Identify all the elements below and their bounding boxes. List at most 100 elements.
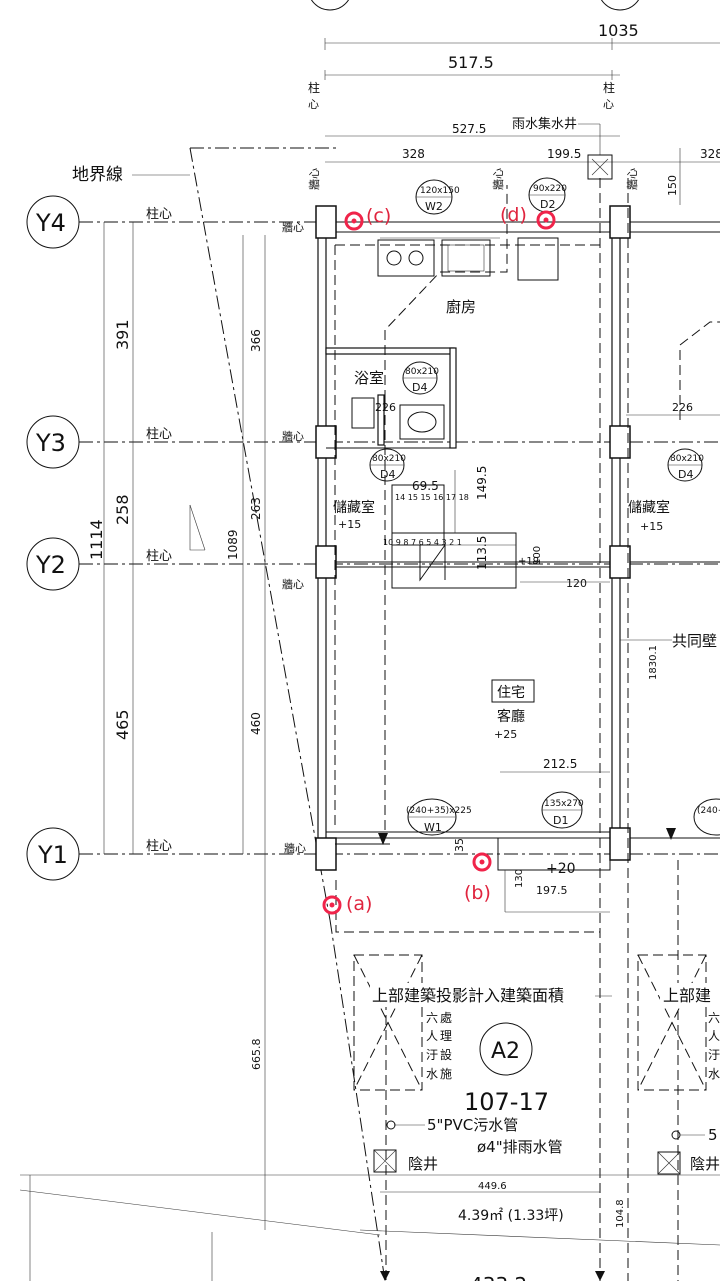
col-label-2: 柱 [603, 80, 615, 95]
lot-circle [479, 1022, 533, 1076]
kitchen-label: 廚房 [446, 298, 476, 316]
dim-100: 100 [532, 546, 543, 565]
storage-level-right: +15 [640, 520, 663, 533]
note-r1: 六 [708, 1011, 720, 1025]
pvc-pipe-label-right: 5 [708, 1126, 718, 1144]
area-label: 4.39㎡ (1.33坪) [458, 1208, 564, 1224]
dim-328-right: 328 [700, 147, 720, 161]
dim-1114: 1114 [87, 519, 106, 560]
projection-label-bg [370, 983, 596, 1007]
dim-150: 150 [666, 175, 679, 196]
wall-label-2: 牆心 [491, 168, 505, 190]
bath-fixtures [351, 397, 445, 440]
dim-460: 460 [249, 712, 263, 735]
tag-w2-size: 120x150 [420, 186, 460, 196]
wall-label-3: 牆心 [625, 168, 639, 190]
storage-label: 儲藏室 [333, 499, 375, 516]
tag-d2: D2 [540, 198, 555, 211]
wall-center-y2: 牆心 [282, 577, 304, 591]
col-label-1: 柱 [308, 80, 320, 95]
marker-c-ring [344, 211, 364, 231]
lot-number: 107-17 [464, 1088, 549, 1116]
projection-label-right-bg [660, 983, 720, 1007]
note-c6: 設 [440, 1047, 452, 1062]
dim-top-total: 1035 [598, 21, 639, 40]
dim-258: 258 [113, 494, 132, 525]
tag-w1-right-size: (240+3 [697, 806, 720, 816]
dim-226: 226 [375, 401, 396, 414]
tag-d4a: D4 [412, 381, 427, 394]
tag-d1: D1 [553, 814, 568, 827]
wall-center-y4: 牆心 [282, 220, 304, 234]
dim-1495: 149.5 [475, 466, 489, 500]
axis-y1: Y1 [37, 841, 68, 869]
note-c4: 理 [440, 1029, 452, 1043]
entry-level: +20 [546, 861, 576, 877]
top-dimensions: 1035 517.5 527.5 328 199.5 328 150 [324, 21, 720, 205]
dim-6658: 665.8 [250, 1039, 263, 1071]
residence-box [491, 679, 535, 703]
tag-d4a-size: 80x210 [405, 367, 439, 377]
living-level: +25 [494, 728, 517, 741]
marker-a-ring [322, 895, 342, 915]
note-c2: 處 [440, 1011, 452, 1025]
col-center-y4: 柱心 [146, 207, 172, 222]
stair-level: +19 [518, 556, 539, 567]
markers: (c) (d) (a) (b) [322, 204, 556, 915]
pvc-pipe-label: 5"PVC污水管 [427, 1116, 518, 1134]
boundary-label: 地界線 [72, 165, 123, 185]
axis-y3: Y3 [35, 429, 66, 457]
dim-517: 517.5 [448, 53, 494, 72]
dim-1135: 113.5 [475, 536, 489, 570]
storage-level: +15 [338, 518, 361, 531]
dim-2125: 212.5 [543, 757, 577, 771]
dim-527: 527.5 [452, 122, 486, 136]
note-r2: 人 [708, 1029, 720, 1043]
dim-366: 366 [249, 329, 263, 352]
dim-35: 35 [453, 838, 466, 852]
dim-4332: 433.2 [470, 1273, 527, 1281]
dash-outlines [334, 178, 720, 1281]
col-sym-2: 心 [603, 98, 614, 111]
note-r3: 汙 [708, 1048, 720, 1062]
wall-center-y1: 牆心 [284, 841, 306, 855]
note-c8: 施 [440, 1067, 452, 1081]
storage-label-right: 儲藏室 [628, 499, 670, 516]
living-label: 客廳 [497, 708, 525, 725]
col-sym-1: 心 [308, 98, 319, 111]
note-c7: 水 [426, 1067, 438, 1081]
rain-well-label: 雨水集水井 [512, 116, 577, 132]
bath-label: 浴室 [354, 369, 384, 387]
dim-695: 69.5 [412, 479, 439, 493]
dim-465: 465 [113, 709, 132, 740]
marker-d-label: (d) [500, 204, 527, 226]
dim-1975: 197.5 [536, 884, 568, 897]
dim-199: 199.5 [547, 147, 581, 161]
dim-226-right: 226 [672, 401, 693, 414]
dim-391: 391 [113, 319, 132, 350]
tag-d4b: D4 [380, 468, 395, 481]
upper-projection [353, 954, 707, 1091]
section-arrows [378, 828, 676, 1281]
note-c5: 汙 [426, 1048, 438, 1062]
sewage-note: 六 處 人 理 汙 設 水 施 [426, 1011, 452, 1081]
wall-center-y3: 牆心 [282, 429, 304, 443]
dim-1089: 1089 [226, 529, 240, 560]
tag-d4c: D4 [678, 468, 693, 481]
dim-18301: 1830.1 [648, 645, 659, 680]
dim-1048: 104.8 [615, 1199, 626, 1228]
axis-y4: Y4 [35, 209, 66, 237]
upper-projection-label: 上部建築投影計入建築面積 [372, 986, 564, 1005]
shared-wall-label: 共同壁 [672, 632, 717, 650]
dim-130: 130 [514, 869, 525, 888]
marker-a-label: (a) [346, 893, 372, 915]
opening-tags: 120x150 W2 90x220 D2 80x210 D4 80x210 D4… [369, 177, 720, 836]
lot-circle-label: A2 [491, 1039, 520, 1064]
residence-label: 住宅 [497, 685, 525, 701]
dim-263: 263 [249, 497, 263, 520]
tag-d1-size: 135x270 [544, 799, 584, 809]
sewage-note-right: 六 人 汙 水 [708, 1011, 720, 1081]
manhole-label: 陰井 [408, 1155, 438, 1173]
dim-328: 328 [402, 147, 425, 161]
